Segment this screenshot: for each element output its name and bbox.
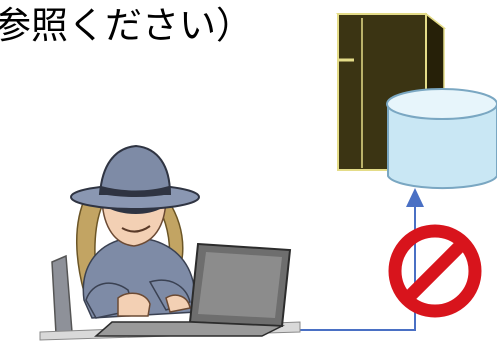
prohibited-icon: [388, 224, 482, 318]
heading-text: 参照ください）: [0, 4, 253, 47]
connection-arrow: [258, 188, 424, 331]
database-icon: [386, 88, 497, 190]
laptop-icon: [94, 242, 292, 337]
